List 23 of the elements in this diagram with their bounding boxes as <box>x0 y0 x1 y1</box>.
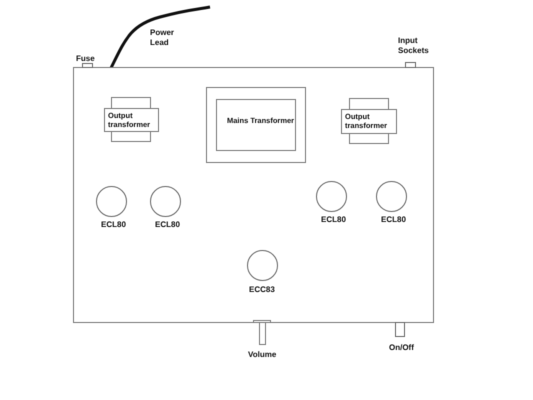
valve-socket <box>247 250 278 281</box>
valve-socket <box>376 181 407 212</box>
part-label: ECL80 <box>155 220 181 230</box>
valve-socket <box>96 186 127 217</box>
connector-block <box>82 63 93 68</box>
cable-label: Power Lead <box>150 28 176 48</box>
valve-socket <box>316 181 347 212</box>
part-label: ECL80 <box>101 220 127 230</box>
transformer-box <box>341 109 397 134</box>
chassis-box <box>73 67 434 323</box>
part-label: On/Off <box>389 343 415 353</box>
part-label: ECC83 <box>249 285 276 295</box>
switch <box>395 322 405 337</box>
transformer-box <box>104 108 159 132</box>
valve-socket <box>150 186 181 217</box>
volume-knob <box>253 320 271 345</box>
connector-block <box>405 62 416 68</box>
part-label: ECL80 <box>321 215 347 225</box>
part-label: ECL80 <box>381 215 407 225</box>
part-label: Fuse <box>76 54 96 64</box>
transformer-frame <box>206 87 306 163</box>
part-label: Input Sockets <box>398 36 430 56</box>
part-label: Volume <box>248 350 278 360</box>
